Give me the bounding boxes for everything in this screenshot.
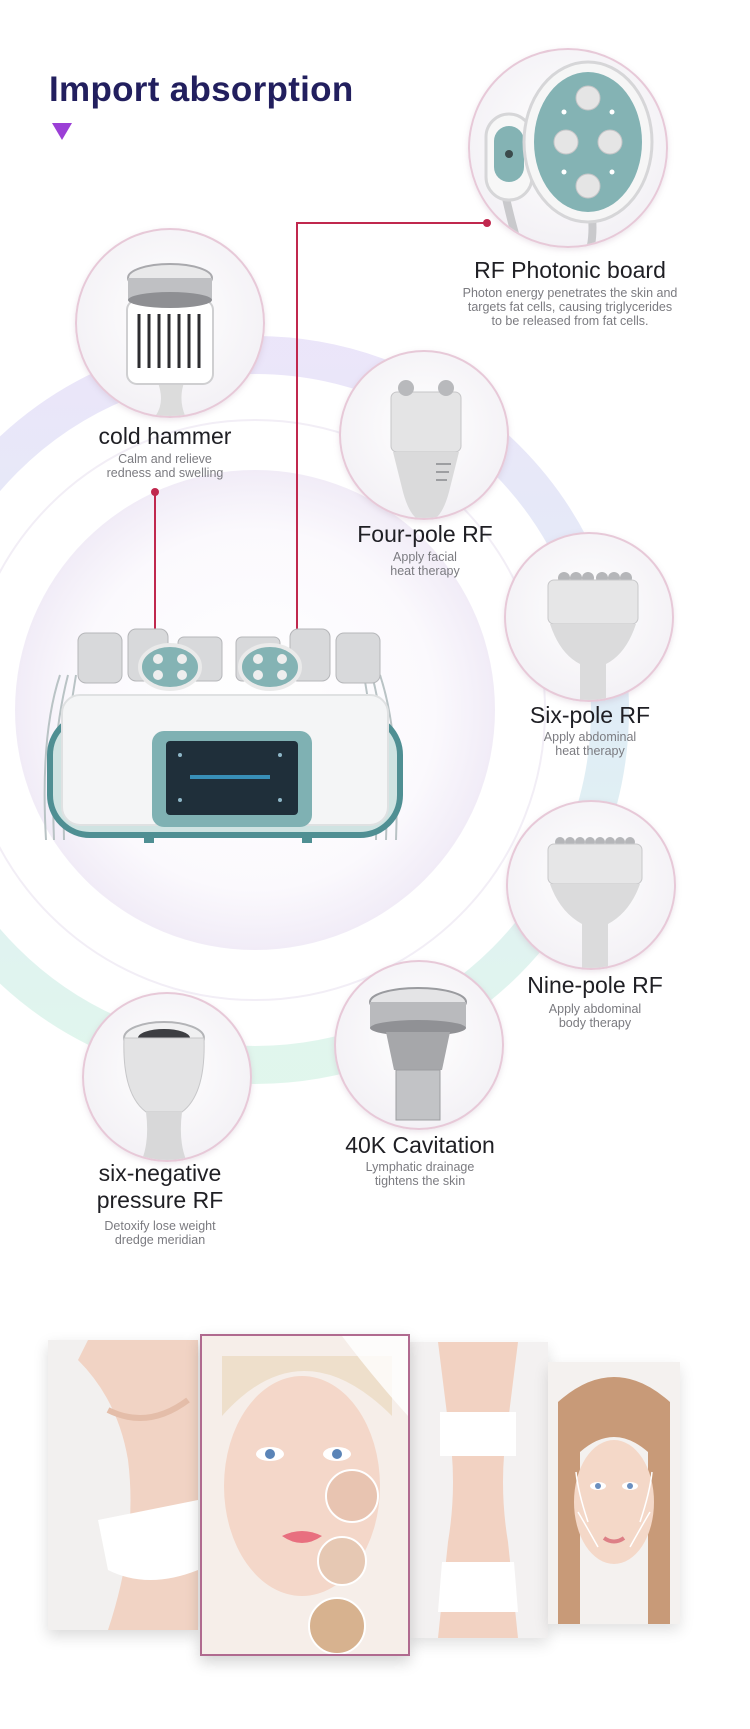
cold-hammer-bubble <box>75 228 265 418</box>
photo-waist <box>408 1342 548 1638</box>
photo-abdomen <box>48 1340 198 1630</box>
connector-line <box>154 492 156 632</box>
six-pole-rf-icon <box>547 572 639 700</box>
down-arrow-icon <box>52 123 72 140</box>
beauty-machine-illustration <box>43 628 403 843</box>
four-pole-rf-bubble <box>339 350 509 520</box>
connector-dot <box>151 488 159 496</box>
negative-pressure-icon <box>123 1021 205 1160</box>
page-title: Import absorption <box>49 70 354 109</box>
four-pole-rf-icon <box>390 380 462 518</box>
nine-pole-rf-bubble <box>506 800 676 970</box>
nine-pole-rf-icon <box>547 837 643 968</box>
connector-dot <box>483 219 491 227</box>
handpiece-name: 40K Cavitation <box>345 1132 495 1158</box>
cold-hammer-icon <box>126 263 214 416</box>
connector-line <box>296 222 488 224</box>
cavitation-icon <box>369 987 467 1121</box>
handpiece-name: cold hammer <box>98 423 232 449</box>
photo-face-lift <box>548 1362 680 1624</box>
cavitation-bubble <box>334 960 504 1130</box>
handpiece-name: RF Photonic board <box>474 257 666 283</box>
photo-face-skin <box>200 1334 410 1656</box>
six-pole-rf-bubble <box>504 532 674 702</box>
handpiece-name: Nine-pole RF <box>527 972 663 998</box>
rf-photonic-board-icon <box>484 60 654 246</box>
negative-pressure-bubble <box>82 992 252 1162</box>
handpiece-name: Six-pole RF <box>529 702 651 728</box>
connector-line <box>296 222 298 634</box>
rf-photonic-board-bubble <box>468 48 668 248</box>
handpiece-name: Four-pole RF <box>357 521 493 547</box>
